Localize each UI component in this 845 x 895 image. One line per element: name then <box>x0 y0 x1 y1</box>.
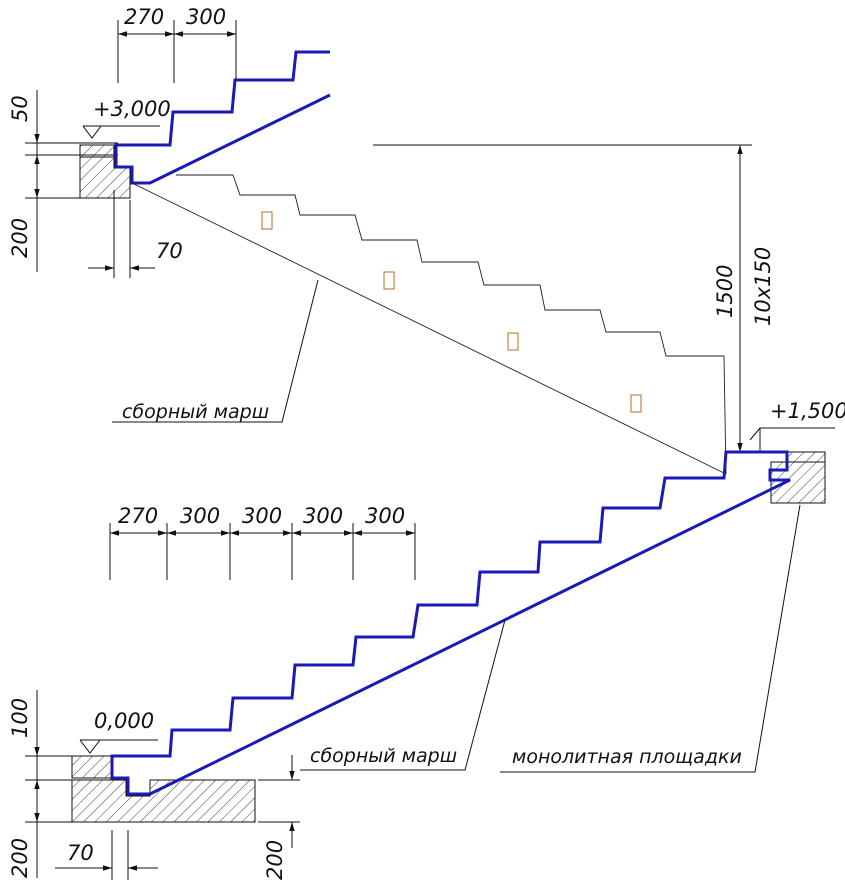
upper-dim-200: 200 <box>8 218 32 258</box>
landing-label-leader <box>500 504 801 773</box>
upper-flight: 270 300 +3,000 50 200 <box>8 5 331 278</box>
beam-body <box>79 156 131 199</box>
landing-label: монолитная площадки <box>512 746 742 768</box>
upper-flight-label: сборный марш <box>122 401 269 423</box>
level-triangle <box>79 739 101 754</box>
lower-flight: 270 300 300 300 300 0,000 100 200 <box>8 450 791 880</box>
upper-dim-50: 50 <box>8 95 32 122</box>
upper-level-text: +3,000 <box>93 97 171 121</box>
lower-bottom-dimension: 70 <box>55 830 158 880</box>
lower-label-leader <box>300 619 506 771</box>
lower-dim-text: 300 <box>242 504 282 528</box>
beam-ledge <box>79 144 115 158</box>
upper-dim-text: 270 <box>124 5 164 29</box>
flight-step-profile <box>176 174 727 475</box>
landing-dim-steps: 10x150 <box>751 247 775 326</box>
floor-topping <box>71 755 113 779</box>
landing-slab <box>770 461 826 504</box>
lower-flight-label: сборный марш <box>310 745 457 767</box>
level-triangle <box>82 125 102 139</box>
flight-soffit-line <box>131 182 727 475</box>
floor-slab <box>71 779 256 823</box>
upper-bottom-dimension: 70 <box>88 190 183 278</box>
insert-marker <box>630 394 642 413</box>
insert-marker <box>507 332 519 351</box>
lower-dim-text: 300 <box>303 504 343 528</box>
upper-level-mark: +3,000 <box>82 97 171 139</box>
insert-marker <box>383 271 395 290</box>
lower-dim-text: 270 <box>118 504 158 528</box>
upper-dim-text: 300 <box>186 5 226 29</box>
upper-dim-70: 70 <box>156 239 183 263</box>
landing-level-text: +1,500 <box>770 399 845 423</box>
lower-stair-outline <box>110 450 791 796</box>
landing-topping <box>786 451 826 463</box>
lower-top-dimension-chain: 270 300 300 300 300 <box>109 504 416 580</box>
lower-right-dimension: 200 <box>258 755 300 880</box>
lower-dim-200: 200 <box>8 838 32 878</box>
landing-level-mark: +1,500 <box>749 399 845 452</box>
embedded-parts <box>261 211 642 413</box>
lower-level-mark: 0,000 <box>79 709 158 754</box>
lower-dim-text: 300 <box>365 504 405 528</box>
lower-dim-text: 300 <box>180 504 220 528</box>
lower-dim-right-200: 200 <box>263 840 287 880</box>
upper-label-leader <box>112 279 319 423</box>
lower-dim-100: 100 <box>8 698 32 738</box>
level-triangle <box>749 427 761 452</box>
lower-dim-70: 70 <box>67 841 94 865</box>
lower-side-dimensions: 100 200 <box>8 690 112 878</box>
upper-top-dimension-chain: 270 300 <box>117 5 237 83</box>
insert-marker <box>261 211 273 230</box>
upper-support-beam <box>79 144 131 199</box>
landing-dim-1500: 1500 <box>713 265 737 318</box>
lower-level-text: 0,000 <box>94 709 154 733</box>
lower-floor-slab <box>71 755 256 823</box>
upper-side-dimensions: 50 200 <box>8 90 118 272</box>
precast-flight-outline: сборный марш <box>112 174 727 475</box>
monolithic-landing: монолитная площадки <box>500 451 826 773</box>
landing-height-dimension: 1500 10x150 <box>373 144 775 452</box>
